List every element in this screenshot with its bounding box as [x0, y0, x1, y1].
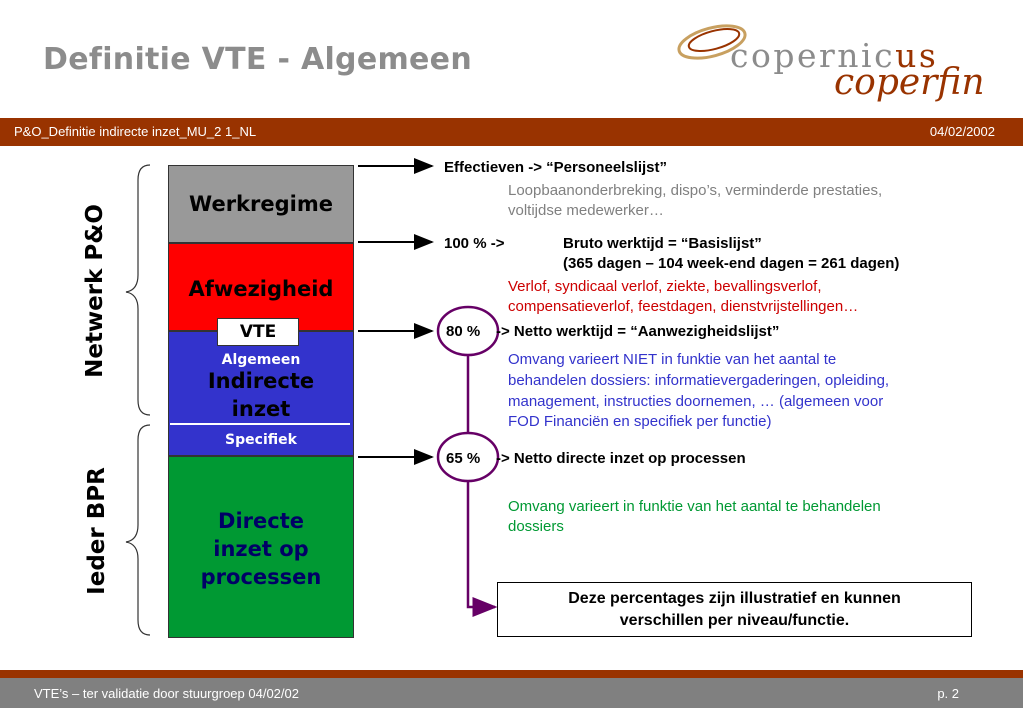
- logo-subtitle: coperfin: [834, 62, 985, 103]
- bar-algemeen-label: Algemeen: [221, 352, 301, 368]
- footer-text: VTE’s – ter validatie door stuurgroep 04…: [34, 686, 299, 701]
- netto-werktijd-heading: -> Netto werktijd = “Aanwezigheidslijst”: [496, 323, 780, 340]
- bar-indirecte-inzet: Algemeen Indirecte inzet Specifiek: [168, 331, 354, 456]
- omvang-text-1: Omvang varieert in funktie van het aanta…: [508, 498, 881, 515]
- footer-bar: [0, 678, 1023, 708]
- bracket-graphics: [125, 164, 151, 636]
- bruto-detail: (365 dagen – 104 week-end dagen = 261 da…: [563, 255, 900, 272]
- pct-100: 100 % ->: [444, 235, 505, 252]
- omvang-niet-text-4: FOD Financiën en specifiek per functie): [508, 413, 772, 430]
- arrow-graphics: [358, 158, 500, 617]
- label-ieder-bpr: Ieder BPR: [84, 467, 110, 595]
- bar-directe-line1: Directe: [218, 509, 304, 533]
- bar-werkregime: Werkregime: [168, 165, 354, 243]
- bar-divider: [170, 423, 350, 425]
- bar-werkregime-label: Werkregime: [189, 192, 333, 216]
- bar-directe-line2: inzet op: [213, 537, 309, 561]
- bar-directe-line3: processen: [200, 565, 322, 589]
- header-date: 04/02/2002: [929, 124, 995, 139]
- header-bar: [0, 118, 1023, 146]
- page-number: p. 2: [937, 686, 959, 701]
- note-line-1: Deze percentages zijn illustratief en ku…: [568, 590, 901, 607]
- logo-swirl-icon: [677, 24, 747, 60]
- verlof-text-2: compensatieverlof, feestdagen, dienstvri…: [508, 298, 859, 315]
- verlof-text-1: Verlof, syndicaal verlof, ziekte, bevall…: [508, 278, 822, 295]
- logo-wordmark: copernicus: [730, 36, 939, 75]
- bar-afwezigheid: Afwezigheid: [168, 243, 354, 331]
- pct-65: 65 %: [446, 450, 481, 467]
- omvang-niet-text-3: management, instructies doornemen, … (al…: [508, 393, 884, 410]
- bar-indirecte-line2: inzet: [231, 397, 291, 421]
- pct-80: 80 %: [446, 323, 481, 340]
- loopbaan-text-2: voltijdse medewerker…: [508, 202, 664, 219]
- note-line-2: verschillen per niveau/functie.: [619, 612, 850, 629]
- vte-box: VTE: [217, 318, 299, 346]
- effectieven-heading: Effectieven -> “Personeelslijst”: [444, 159, 668, 176]
- bar-specifiek-label: Specifiek: [225, 432, 297, 448]
- loopbaan-text-1: Loopbaanonderbreking, dispo’s, verminder…: [508, 182, 883, 199]
- label-netwerk-po: Netwerk P&O: [82, 204, 108, 378]
- illustrative-note-box: Deze percentages zijn illustratief en ku…: [497, 582, 972, 637]
- page-title: Definitie VTE - Algemeen: [43, 42, 472, 77]
- bar-afwezigheid-label: Afwezigheid: [188, 277, 334, 301]
- omvang-niet-text-2: behandelen dossiers: informatievergaderi…: [508, 372, 890, 389]
- header-doc-name: P&O_Definitie indirecte inzet_MU_2 1_NL: [14, 124, 257, 139]
- omvang-text-2: dossiers: [508, 518, 564, 535]
- bar-directe-inzet: Directe inzet op processen: [168, 456, 354, 638]
- bruto-heading: Bruto werktijd = “Basislijst”: [563, 235, 762, 252]
- omvang-niet-text-1: Omvang varieert NIET in funktie van het …: [508, 351, 837, 368]
- netto-directe-heading: -> Netto directe inzet op processen: [496, 450, 746, 467]
- bar-indirecte-line1: Indirecte: [207, 369, 315, 393]
- copernicus-logo: [672, 12, 1002, 112]
- footer-accent-line: [0, 670, 1023, 678]
